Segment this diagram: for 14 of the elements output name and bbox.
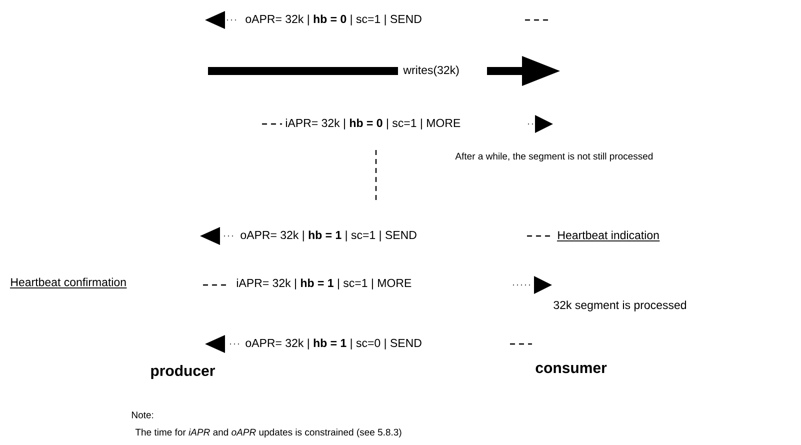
message-text: iAPR= 32k | hb = 1 | sc=1 | MORE bbox=[236, 278, 412, 290]
heartbeat-label: Heartbeat indication bbox=[556, 230, 660, 242]
note-text: Note: bbox=[132, 412, 154, 418]
role-label: producer bbox=[151, 365, 215, 379]
note-text: After a while, the segment is not still processed bbox=[455, 152, 653, 162]
annotation-text: 32k segment is processed bbox=[554, 300, 686, 312]
heartbeat-label: Heartbeat confirmation bbox=[10, 278, 128, 288]
message-text: iAPR= 32k | hb = 0 | sc=1 | MORE bbox=[286, 118, 460, 130]
role-label: consumer bbox=[536, 364, 607, 374]
message-text: oAPR= 32k | hb = 1 | sc=1 | SEND bbox=[240, 230, 416, 242]
note-text: The time for iAPR and oAPR updates is constrained (see 5.8.3) bbox=[135, 428, 402, 438]
message-text: writes(32k) bbox=[403, 66, 459, 76]
message-text: oAPR= 32k | hb = 1 | sc=0 | SEND bbox=[246, 338, 422, 350]
message-text: oAPR= 32k | hb = 0 | sc=1 | SEND bbox=[246, 14, 422, 26]
